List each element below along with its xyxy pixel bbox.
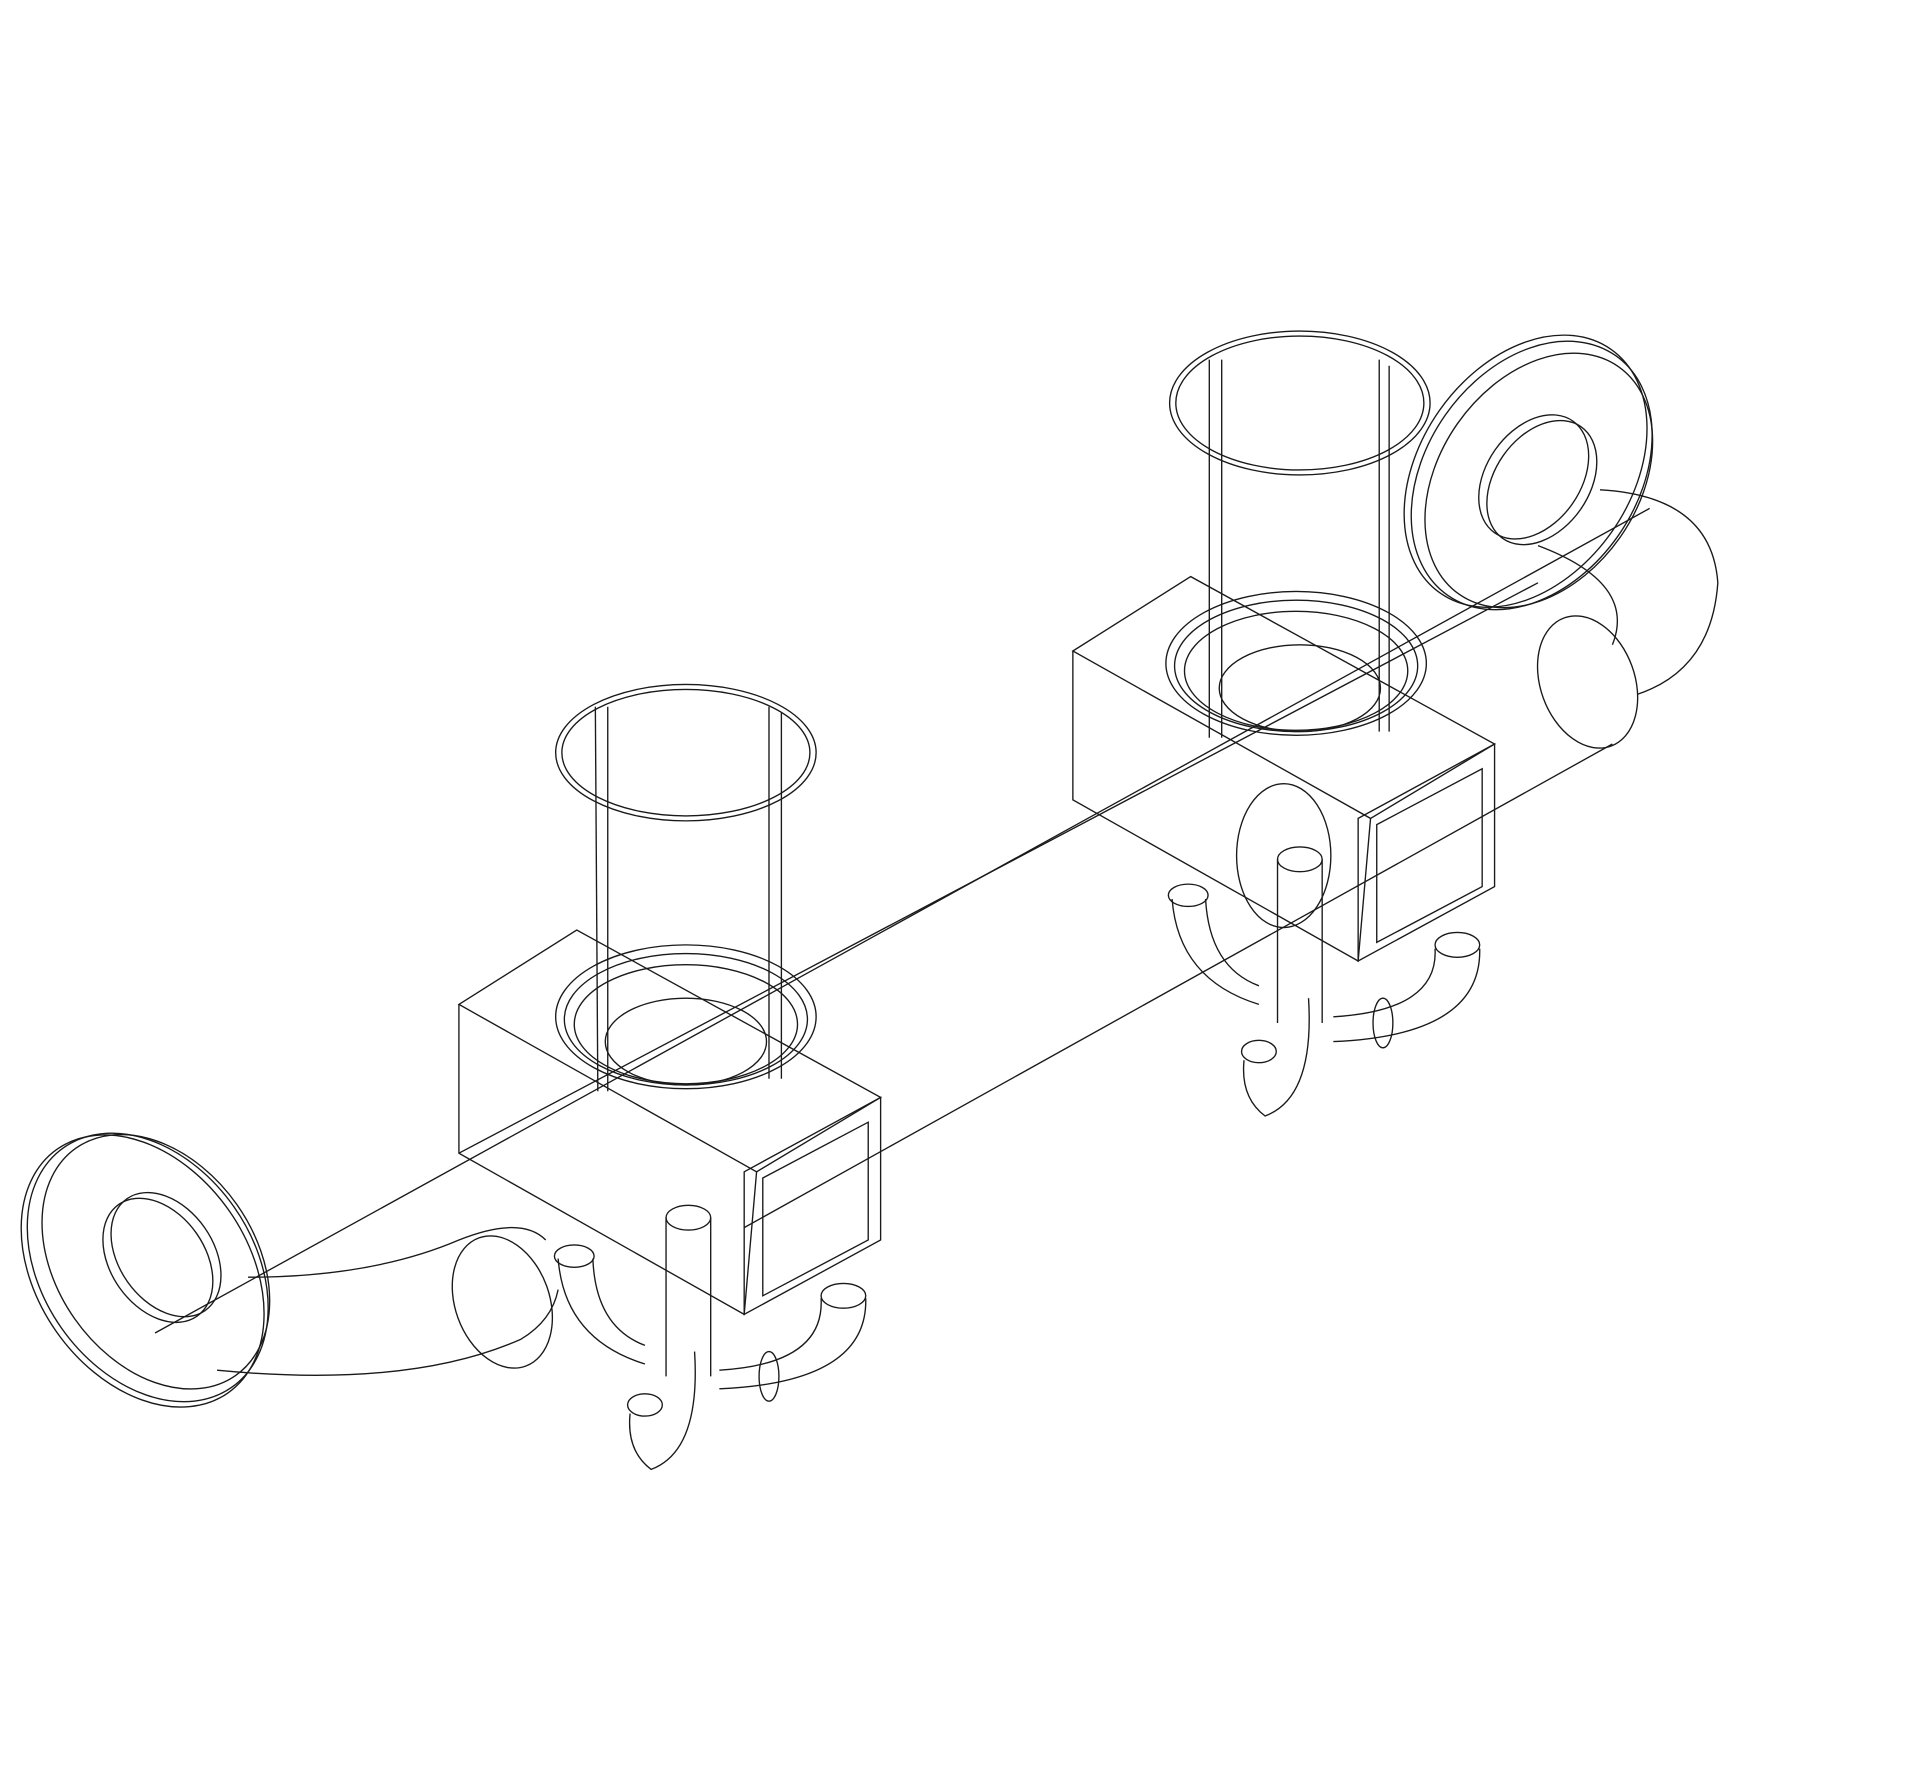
right-pipe-bend [1536, 489, 1719, 749]
left-cup-holder [554, 683, 817, 1092]
right-cup-holder [1165, 330, 1431, 738]
left-hooks [553, 1204, 867, 1471]
right-bracket-block [1071, 575, 1496, 963]
right-flange [1403, 334, 1654, 611]
connecting-rod [154, 507, 1650, 1334]
left-pipe-bend [216, 1226, 559, 1376]
right-hooks [1167, 782, 1481, 1117]
left-flange [20, 1132, 271, 1408]
left-bracket-block [457, 929, 882, 1316]
